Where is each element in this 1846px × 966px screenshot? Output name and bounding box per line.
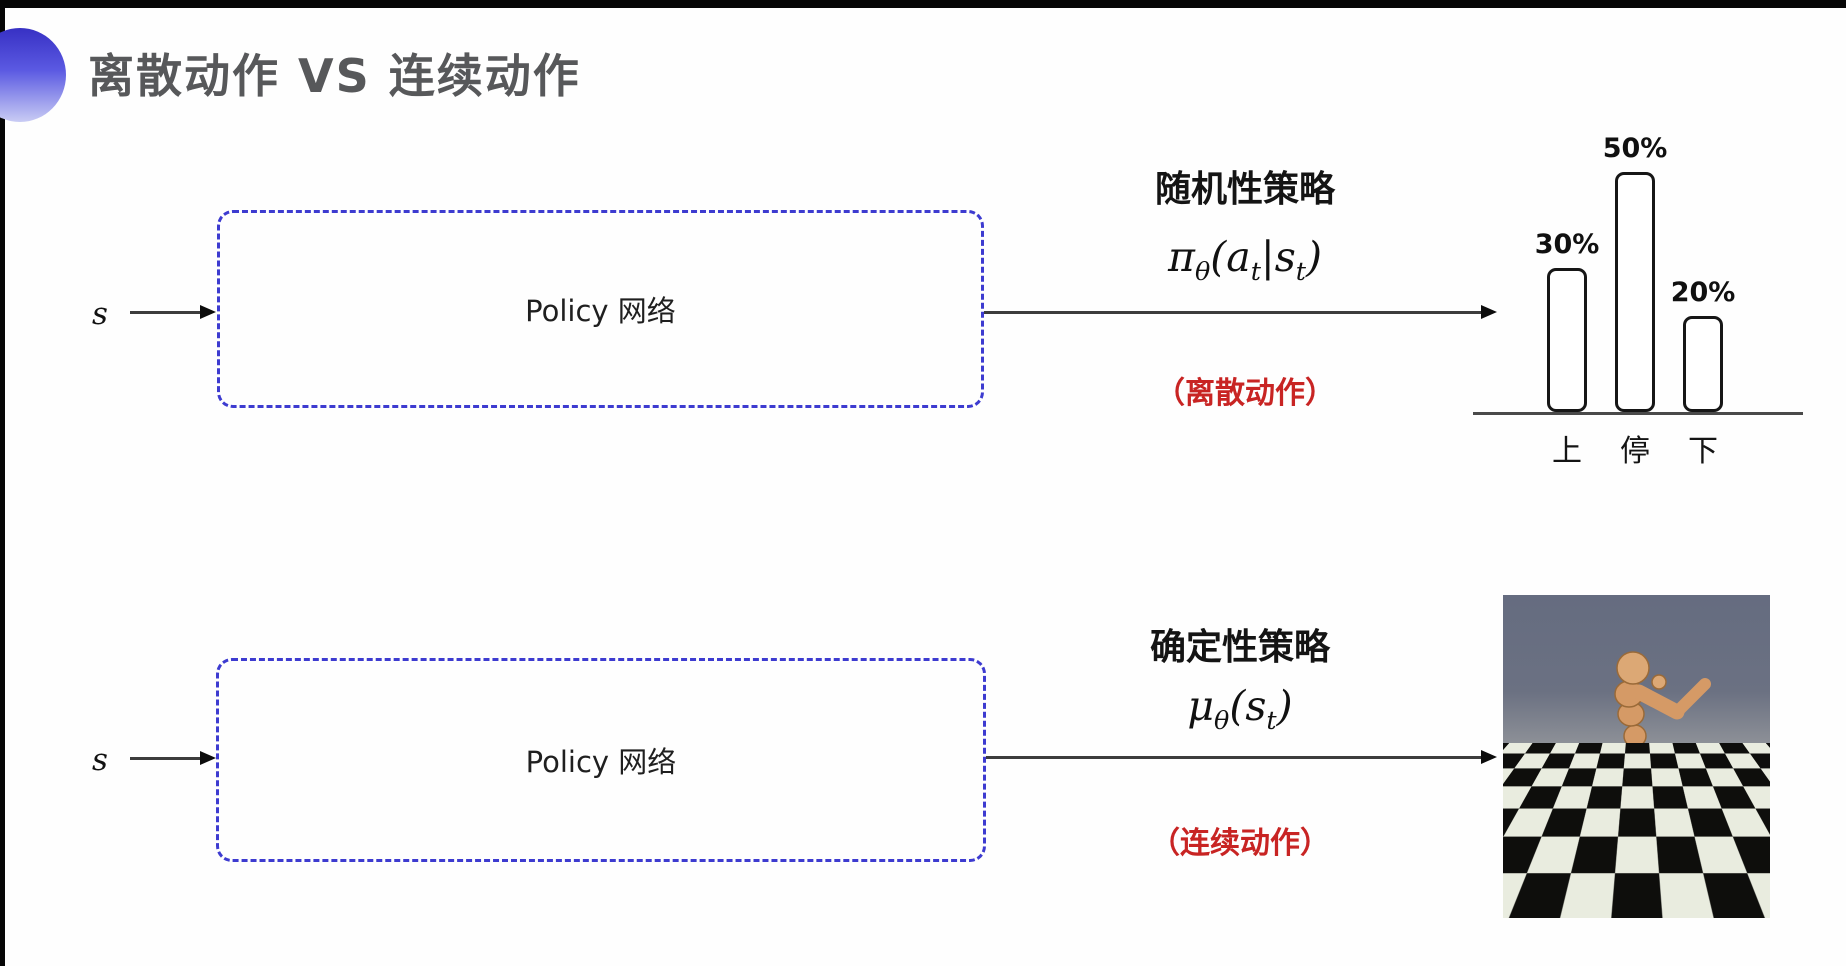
bar-category-label: 停 — [1620, 434, 1650, 469]
formula-subscript: θ — [1214, 704, 1230, 735]
arrow-head-icon — [1481, 750, 1497, 764]
bar-column-上: 30% 上 — [1535, 229, 1600, 469]
bar-chart: 30% 上 50% 停 20% 下 — [1535, 130, 1736, 469]
deterministic-policy-label: 确定性策略 — [1149, 627, 1330, 668]
accent-circle-icon — [0, 28, 66, 122]
formula-part: |s — [1260, 233, 1296, 281]
formula-subscript: t — [1295, 255, 1306, 286]
bar — [1547, 268, 1587, 412]
formula-part: ) — [1306, 233, 1322, 281]
bar — [1683, 316, 1723, 412]
bar-value-label: 50% — [1602, 133, 1668, 164]
formula-part: ) — [1276, 682, 1293, 730]
arrow-shaft — [130, 311, 202, 314]
bar-chart-axis — [1473, 412, 1803, 415]
formula-part: (a — [1210, 233, 1251, 281]
screen-edge-left — [0, 0, 5, 966]
bar-category-label: 下 — [1688, 434, 1718, 469]
continuous-action-note: （连续动作） — [1150, 826, 1330, 861]
top-input-arrow — [130, 305, 216, 320]
policy-network-label: Policy 网络 — [525, 745, 677, 779]
arrow-shaft — [984, 311, 1483, 314]
policy-network-label: Policy 网络 — [525, 294, 676, 328]
slide-title: 离散动作 VS 连续动作 — [88, 49, 581, 103]
formula-symbol: π — [1168, 233, 1195, 281]
arrow-head-icon — [200, 305, 216, 319]
humanoid-simulation-image — [1503, 595, 1770, 918]
top-policy-network-box: Policy 网络 — [217, 210, 984, 408]
arrow-head-icon — [200, 751, 216, 765]
bar-value-label: 20% — [1670, 277, 1736, 308]
screen-edge-top — [0, 0, 1846, 8]
arrow-shaft — [986, 756, 1483, 759]
bar-column-下: 20% 下 — [1671, 277, 1736, 469]
top-state-input-label: s — [92, 296, 108, 332]
formula-subscript: θ — [1194, 255, 1211, 286]
top-output-arrow — [984, 305, 1497, 320]
formula-symbol: μ — [1187, 682, 1215, 730]
deterministic-policy-formula: μθ(st) — [1030, 682, 1450, 735]
bar-category-label: 上 — [1552, 434, 1582, 469]
formula-subscript: t — [1266, 704, 1277, 735]
bar-value-label: 30% — [1534, 229, 1600, 260]
bottom-input-arrow — [130, 751, 216, 766]
discrete-action-note: （离散动作） — [1155, 376, 1335, 411]
formula-part: (s — [1229, 682, 1267, 730]
stochastic-policy-label: 随机性策略 — [1154, 169, 1335, 210]
bottom-policy-network-box: Policy 网络 — [216, 658, 986, 862]
bottom-output-arrow — [986, 750, 1497, 765]
bottom-state-input-label: s — [92, 742, 108, 778]
formula-subscript: t — [1250, 255, 1261, 286]
bar-column-停: 50% 停 — [1603, 133, 1668, 469]
bar — [1615, 172, 1655, 412]
stochastic-policy-formula: πθ(at|st) — [1035, 233, 1455, 286]
humanoid-robot-figure — [1577, 651, 1711, 888]
arrow-shaft — [130, 757, 202, 760]
arrow-head-icon — [1481, 305, 1497, 319]
